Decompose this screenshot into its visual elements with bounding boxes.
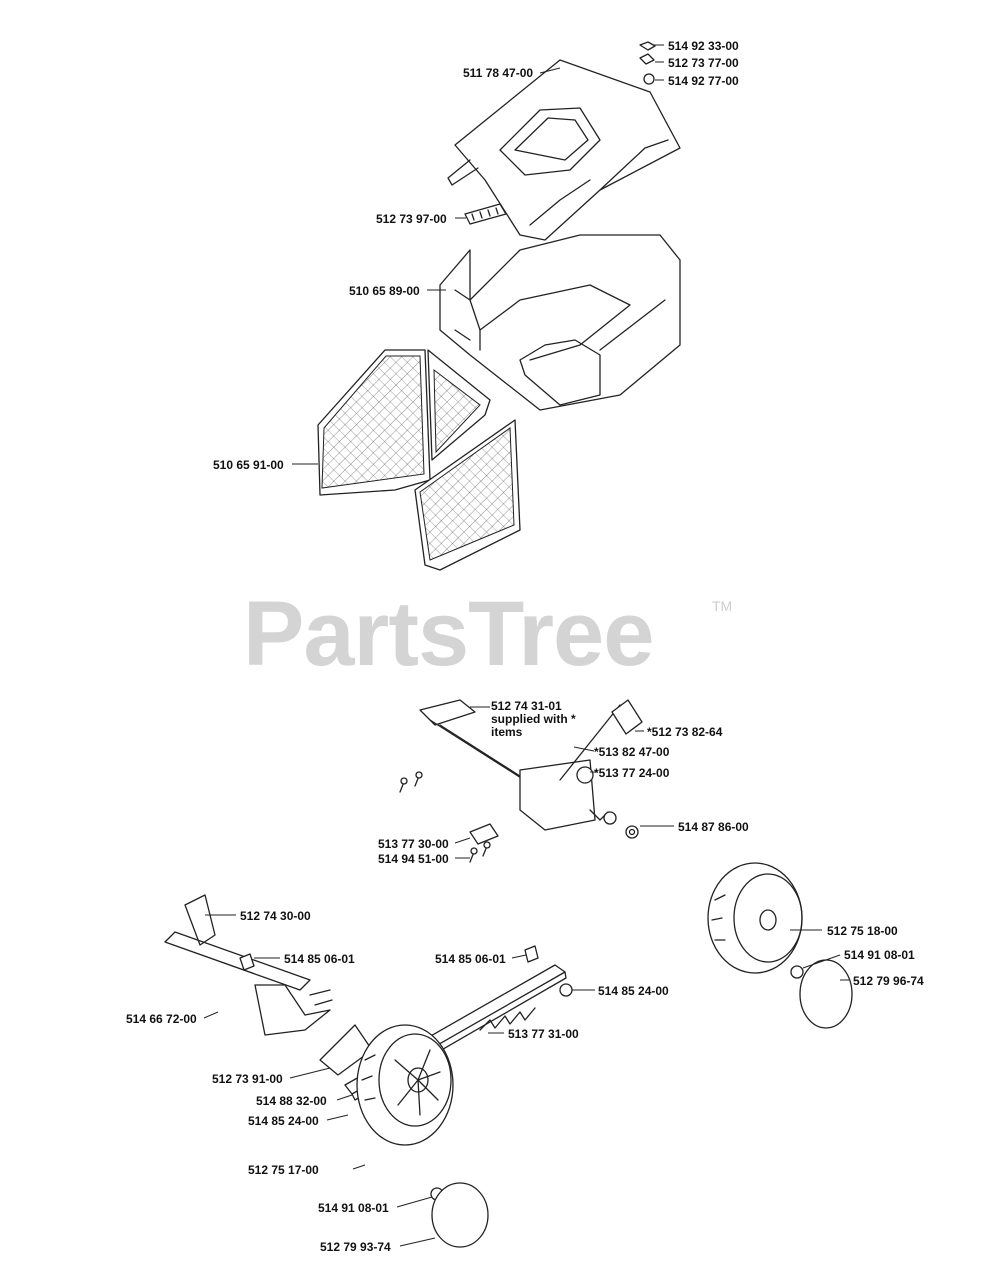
comb-insert-part — [464, 203, 507, 225]
part-label: 512 74 31-01 supplied with * items — [491, 699, 576, 739]
watermark-logo: PartsTree — [243, 583, 654, 685]
part-label: 514 85 06-01 — [284, 952, 355, 966]
part-label: *513 77 24-00 — [594, 766, 670, 780]
part-label: 510 65 89-00 — [349, 284, 420, 298]
part-label: 512 79 93-74 — [320, 1240, 391, 1254]
part-label: 513 77 30-00 — [378, 837, 449, 851]
watermark-trademark: TM — [712, 598, 733, 614]
part-label: 512 73 77-00 — [668, 56, 739, 70]
bushing-parts — [239, 945, 573, 997]
part-label: 512 75 17-00 — [248, 1163, 319, 1177]
leader-lines — [203, 44, 850, 1247]
rear-axle-bracket-part — [164, 894, 333, 1036]
catcher-top-cover-part — [447, 59, 681, 241]
part-label: 514 91 08-01 — [844, 948, 915, 962]
front-wheel-part — [356, 1024, 454, 1146]
part-label: 514 92 33-00 — [668, 39, 739, 53]
screws-part — [399, 771, 491, 863]
part-label: 512 73 97-00 — [376, 212, 447, 226]
part-label: 514 85 24-00 — [598, 984, 669, 998]
part-label: 514 91 08-01 — [318, 1201, 389, 1215]
part-label: 512 74 30-00 — [240, 909, 311, 923]
part-label: 511 78 47-00 — [463, 66, 534, 80]
height-adjust-lever-assembly — [419, 699, 643, 839]
part-label: 510 65 91-00 — [213, 458, 284, 472]
clip-block-part — [469, 823, 499, 845]
front-hub-cap-parts — [430, 1182, 489, 1248]
part-label: 514 85 06-01 — [435, 952, 506, 966]
part-label: 514 94 51-00 — [378, 852, 449, 866]
part-label: 514 88 32-00 — [256, 1094, 327, 1108]
latch-clip-parts — [639, 41, 656, 85]
catcher-frame-part — [439, 234, 681, 411]
part-label: 514 87 86-00 — [678, 820, 749, 834]
part-label: *512 73 82-64 — [647, 725, 723, 739]
part-label: *513 82 47-00 — [594, 745, 670, 759]
part-label: 512 73 91-00 — [212, 1072, 283, 1086]
part-label: 514 85 24-00 — [248, 1114, 319, 1128]
part-label: 512 79 96-74 — [853, 974, 924, 988]
mesh-side-panels-part — [317, 349, 521, 571]
part-label: 514 92 77-00 — [668, 74, 739, 88]
part-label: 512 75 18-00 — [827, 924, 898, 938]
part-label: 514 66 72-00 — [126, 1012, 197, 1026]
rear-wheel-part — [707, 862, 803, 974]
part-label: 513 77 31-00 — [508, 1027, 579, 1041]
spring-part — [479, 1007, 536, 1031]
rear-hub-cap-parts — [790, 959, 853, 1029]
